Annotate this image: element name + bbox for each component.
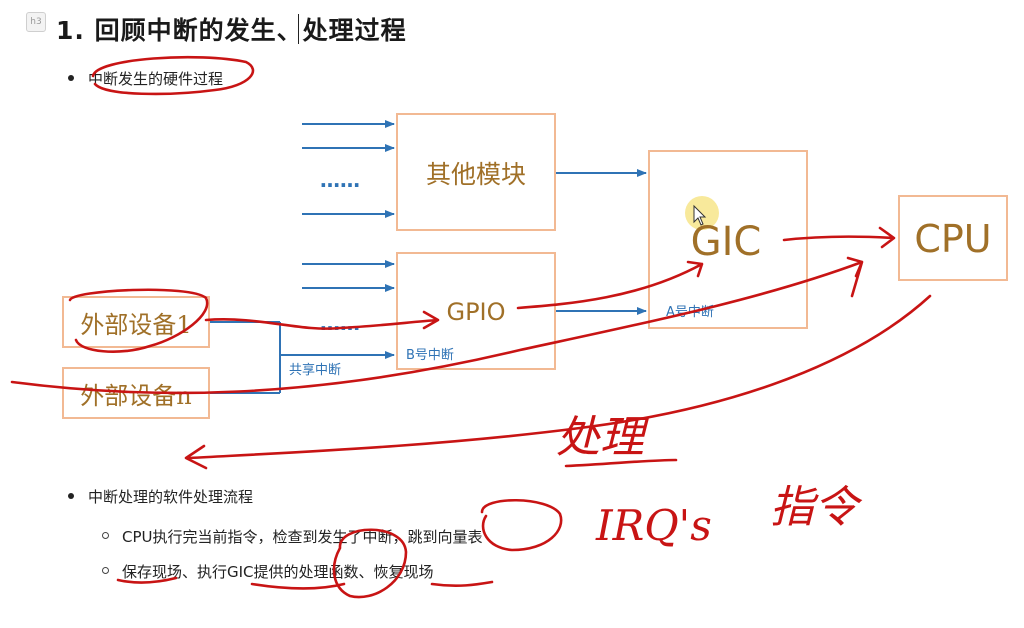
diagram-blocks xyxy=(62,113,1008,419)
shared-irq-wiring xyxy=(210,321,395,394)
list-item: 保存现场、执行GIC提供的处理函数、恢复现场 xyxy=(102,561,434,582)
bullet-dot-icon xyxy=(68,75,74,81)
other-module-box xyxy=(396,113,556,231)
page-title: 1. 回顾中断的发生、处理过程 xyxy=(56,16,407,45)
block-labels: 其他模块 GPIO GIC CPU xyxy=(426,160,992,326)
device-n-label: 外部设备n xyxy=(80,382,191,410)
text-cursor xyxy=(298,14,299,44)
dots-label-bottom: …… xyxy=(320,311,360,335)
b-irq-label: B号中断 xyxy=(406,348,454,363)
a-irq-label: A号中断 xyxy=(666,305,714,320)
dots-label-top: …… xyxy=(320,168,360,192)
bullet-ring-icon xyxy=(102,567,109,574)
sub-item-text: CPU执行完当前指令，检查到发生了中断，跳到向量表 xyxy=(122,528,483,546)
gpio-label: GPIO xyxy=(446,298,505,326)
shared-irq-label: 共享中断 xyxy=(289,362,341,378)
sub-item-text: 保存现场、执行GIC提供的处理函数、恢复现场 xyxy=(122,563,434,581)
mouse-cursor-icon xyxy=(693,204,707,226)
arrow-labels: …… …… A号中断 B号中断 共享中断 xyxy=(289,168,714,378)
device-1-label: 外部设备1 xyxy=(80,311,191,339)
bullet-ring-icon xyxy=(102,532,109,539)
device-labels: 外部设备1 外部设备n xyxy=(80,311,191,410)
cpu-box xyxy=(898,195,1008,281)
input-arrows xyxy=(302,120,647,315)
bullet-dot-icon xyxy=(68,493,74,499)
other-module-label: 其他模块 xyxy=(426,160,526,189)
list-item: 中断处理的软件处理流程 xyxy=(68,486,254,507)
bullet-software-text: 中断处理的软件处理流程 xyxy=(88,488,254,506)
list-item: CPU执行完当前指令，检查到发生了中断，跳到向量表 xyxy=(102,526,483,547)
gic-label: GIC xyxy=(691,219,762,265)
heading-tag-icon: h3 xyxy=(26,12,46,32)
cpu-label: CPU xyxy=(914,217,991,261)
